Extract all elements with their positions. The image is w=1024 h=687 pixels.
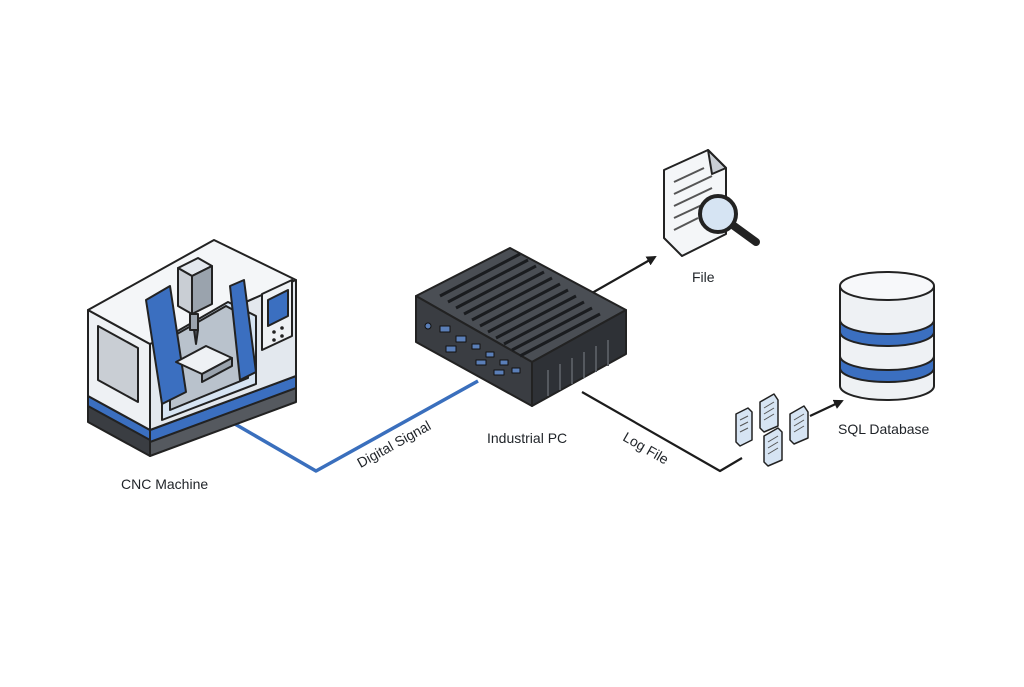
cnc-machine-icon (87, 239, 297, 457)
sql-database-label: SQL Database (838, 421, 930, 437)
edge-pc-to-file (591, 256, 657, 294)
file-label: File (692, 269, 715, 285)
industrial-pc-label: Industrial PC (487, 430, 568, 446)
database-icon (839, 271, 935, 401)
industrial-pc-icon (415, 247, 627, 407)
cnc-machine-label: CNC Machine (121, 476, 209, 492)
document-search-icon (663, 149, 760, 257)
edge-log-file (581, 391, 743, 473)
edge-digital-signal (227, 379, 479, 473)
edge-logs-to-db (809, 399, 844, 417)
log-files-icon (735, 393, 809, 467)
